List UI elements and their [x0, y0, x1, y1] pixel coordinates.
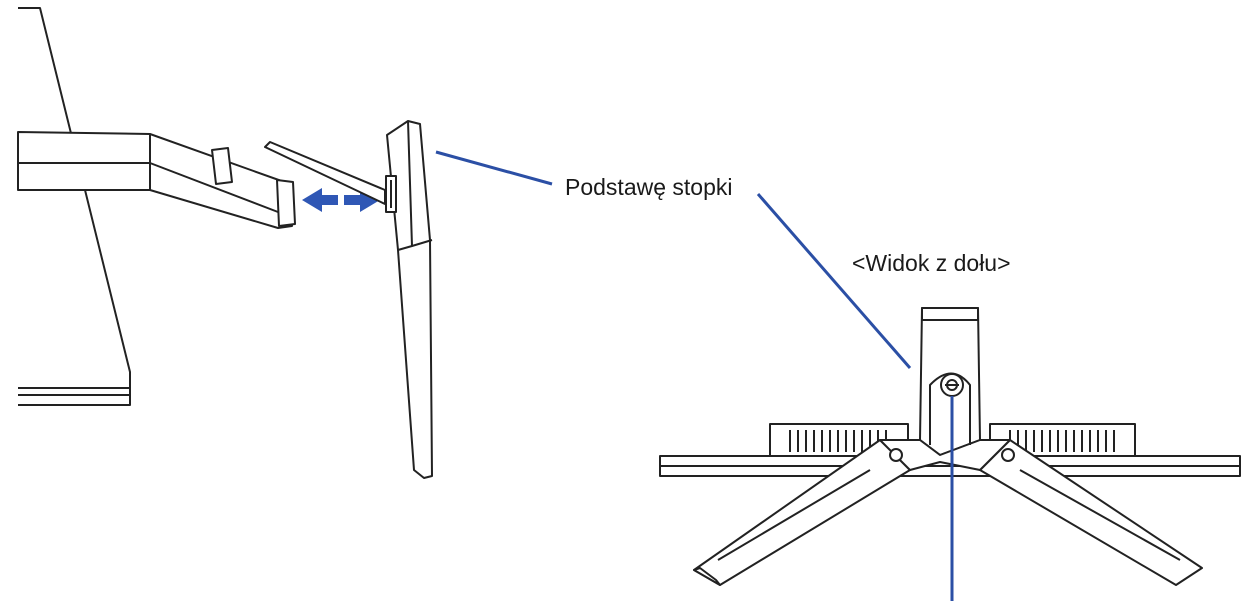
stand-base-label: Podstawę stopki	[565, 174, 733, 200]
vent-grille-right	[1009, 430, 1115, 452]
stand-base-bottom-view	[693, 307, 1203, 586]
callout-line-stand-base-bottom	[756, 193, 912, 369]
double-arrow-icon	[302, 188, 380, 212]
stand-base-side-view	[264, 120, 433, 479]
monitor-side-view	[17, 7, 296, 406]
bottom-view-label: <Widok z dołu>	[852, 250, 1011, 276]
callout-line-stand-base	[435, 150, 553, 186]
thumb-screw-icon	[940, 373, 964, 397]
